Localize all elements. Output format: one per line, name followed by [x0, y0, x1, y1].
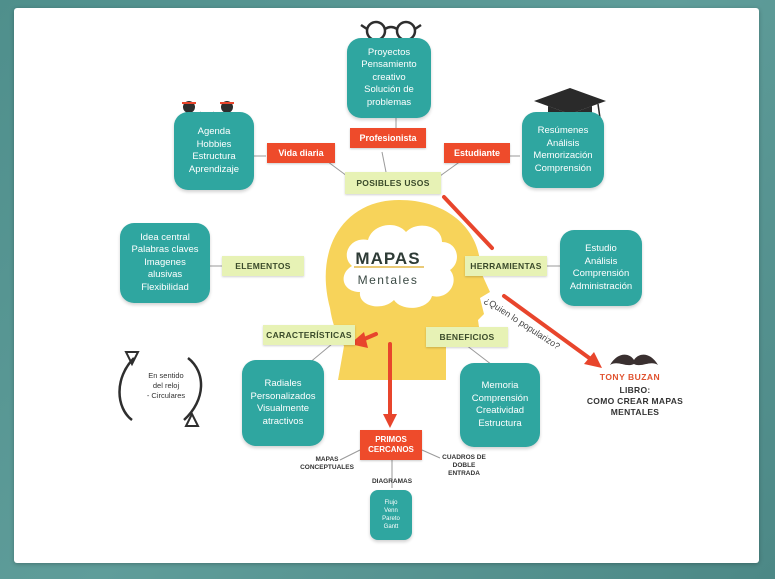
estudiante-item: Memorización [533, 150, 593, 161]
beneficios-box: Memoria Comprensión Creatividad Estructu… [460, 363, 540, 447]
caracteristicas-label: CARACTERÍSTICAS [263, 325, 355, 345]
center-subtitle: Mentales [357, 273, 419, 287]
rotation-text: En sentido del reloj - Circulares [131, 371, 201, 401]
profesionista-item: Pensamiento [361, 59, 417, 71]
mapas-conceptuales-line: CONCEPTUALES [300, 464, 354, 471]
book-line: COMO CREAR MAPAS [586, 396, 684, 406]
caracteristicas-box: Radiales Personalizados Visualmente atra… [242, 360, 324, 446]
book-line: LIBRO: [619, 385, 651, 395]
herramientas-label: HERRAMIENTAS [465, 256, 547, 276]
profesionista-tag: Profesionista [350, 128, 426, 148]
elementos-item: Idea central [140, 231, 190, 243]
herramientas-item: Análisis [584, 255, 618, 267]
elementos-label: ELEMENTOS [222, 256, 304, 276]
profesionista-item: Proyectos [367, 46, 411, 58]
beneficios-item: Estructura [478, 417, 522, 429]
profesionista-item: problemas [366, 96, 412, 108]
herramientas-box: Estudio Análisis Comprensión Administrac… [560, 230, 642, 306]
vida-diaria-item: Estructura [192, 151, 236, 162]
caracteristicas-item: Visualmente [256, 403, 310, 414]
herramientas-item: Estudio [585, 243, 617, 254]
elementos-box: Idea central Palabras claves Imagenes al… [120, 223, 210, 303]
beneficios-item: Memoria [481, 380, 519, 391]
diagramas-item: Gantt [383, 524, 399, 530]
caracteristicas-item: Personalizados [250, 390, 316, 402]
profesionista-item: Solución de [364, 84, 414, 96]
caracteristicas-item: atractivos [262, 415, 304, 427]
posibles-usos-label: POSIBLES USOS [345, 172, 441, 194]
book-line: MENTALES [610, 407, 660, 417]
cuadros-doble-entrada-label: CUADROS DE DOBLE ENTRADA [432, 454, 496, 478]
vida-diaria-item: Aprendizaje [188, 163, 240, 175]
vida-diaria-item: Agenda [197, 126, 231, 137]
herramientas-item: Administración [569, 280, 633, 292]
profesionista-box: Proyectos Pensamiento creativo Solución … [347, 38, 431, 118]
mind-map-card: Proyectos Pensamiento creativo Solución … [14, 8, 759, 563]
rotation-line: - Circulares [146, 391, 186, 400]
beneficios-label: BENEFICIOS [426, 327, 508, 347]
rotation-line: En sentido [148, 371, 184, 380]
beneficios-item: Creatividad [475, 405, 525, 416]
estudiante-box: Resúmenes Análisis Memorización Comprens… [522, 112, 604, 188]
vida-diaria-tag: Vida diaria [267, 143, 335, 163]
connector-lines [118, 20, 658, 488]
primos-cercanos-tag: PRIMOS CERCANOS [360, 430, 422, 460]
estudiante-item: Comprensión [534, 162, 592, 174]
estudiante-item: Resúmenes [537, 125, 589, 136]
author-name: TONY BUZAN [599, 372, 661, 382]
rotation-arrows-icon [118, 357, 203, 421]
beneficios-item: Comprensión [471, 392, 529, 404]
primos-line: CERCANOS [368, 445, 414, 454]
elementos-item: alusivas [147, 269, 183, 281]
diagramas-item: Venn [384, 508, 398, 514]
cuadros-line: ENTRADA [448, 470, 480, 477]
primos-line: PRIMOS [375, 435, 407, 444]
mapas-conceptuales-label: MAPAS CONCEPTUALES [292, 456, 362, 472]
rotation-line: del reloj [152, 381, 180, 390]
herramientas-item: Comprensión [572, 268, 630, 279]
vida-diaria-box: Agenda Hobbies Estructura Aprendizaje [174, 112, 254, 190]
cuadros-line: CUADROS DE [442, 454, 486, 461]
book-title: LIBRO: COMO CREAR MAPAS MENTALES [575, 385, 695, 418]
mapas-conceptuales-line: MAPAS [315, 456, 339, 463]
diagramas-item: Pareto [382, 516, 400, 522]
estudiante-tag: Estudiante [444, 143, 510, 163]
vida-diaria-item: Hobbies [196, 138, 232, 150]
center-title: MAPAS [355, 249, 421, 268]
caracteristicas-item: Radiales [264, 378, 302, 389]
diagramas-label: DIAGRAMAS [371, 478, 413, 485]
profesionista-item: creativo [372, 71, 406, 83]
estudiante-item: Análisis [546, 137, 580, 149]
elementos-item: Palabras claves [131, 244, 199, 256]
elementos-item: Imagenes [144, 256, 186, 268]
mustache-icon [610, 354, 658, 366]
elementos-item: Flexibilidad [141, 281, 189, 293]
cuadros-line: DOBLE [452, 462, 476, 469]
diagramas-box: Flujo Venn Pareto Gantt [370, 490, 412, 540]
diagramas-item: Flujo [384, 500, 398, 506]
